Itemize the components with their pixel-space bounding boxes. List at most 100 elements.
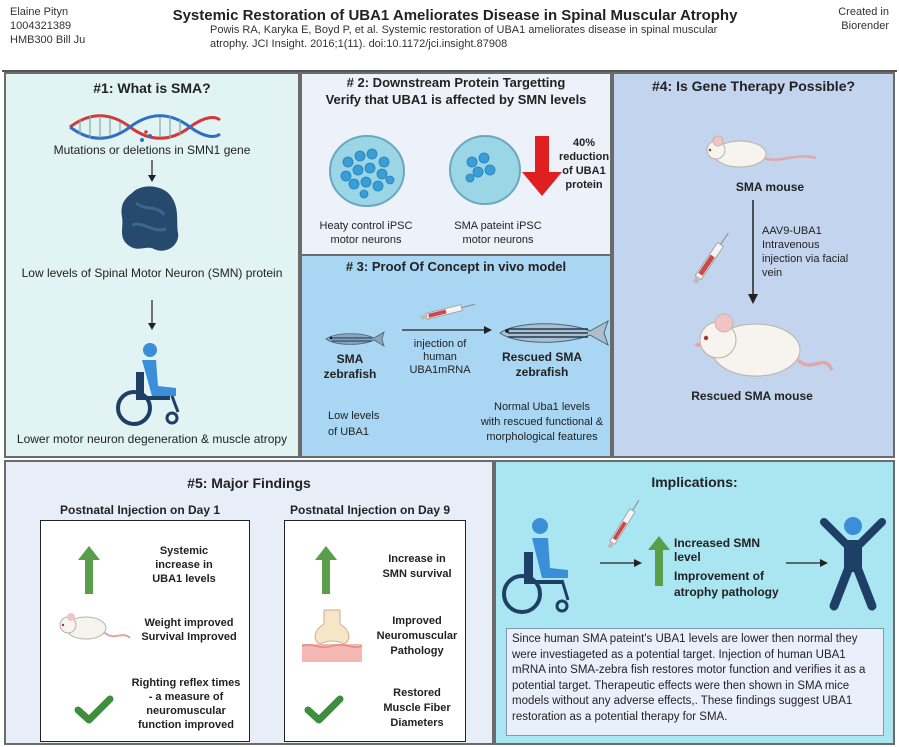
reduction-label: 40% reduction of UBA1 protein — [556, 136, 612, 192]
implication-atrophy-2: atrophy pathology — [674, 585, 779, 599]
d9-finding-smn: Increase in SMN survival — [372, 552, 462, 582]
d9-c-2: Muscle Fiber — [383, 702, 451, 714]
normal-2: with rescued functional & — [480, 416, 604, 428]
d1-c-2: - a measure of — [148, 691, 224, 703]
step-degeneration: Lower motor neuron degeneration & muscle… — [16, 432, 288, 446]
normal-1: Normal Uba1 levels — [494, 401, 590, 413]
sma-zebrafish-label: SMA zebrafish — [318, 352, 382, 382]
reduction-4: protein — [565, 179, 603, 191]
syringe-icon-mouse — [692, 232, 729, 284]
arrow-down-1 — [148, 160, 156, 182]
student-id: 1004321389 — [10, 20, 72, 32]
d9-b-1: Improved — [392, 615, 442, 627]
green-check-icon — [74, 695, 114, 724]
d1-a-3: UBA1 levels — [152, 573, 216, 585]
panel2-title-1: # 2: Downstream Protein Targetting — [346, 75, 566, 90]
reduction-2: reduction — [558, 151, 610, 163]
injection-1: injection of — [413, 338, 467, 350]
header-divider — [2, 70, 897, 72]
panel1-title: #1: What is SMA? — [93, 80, 211, 96]
green-up-arrow-icon — [78, 546, 100, 594]
protein-icon — [121, 186, 179, 251]
d9-a-1: Increase in — [388, 553, 446, 565]
control-label: Heaty control iPSC motor neurons — [306, 219, 426, 247]
d1-a-1: Systemic — [159, 545, 209, 557]
d9-a-2: SMN survival — [382, 568, 452, 580]
author-name: Elaine Pityn — [10, 6, 69, 18]
reduction-3: of UBA1 — [562, 165, 606, 177]
arrow-right-implications-1 — [600, 559, 642, 567]
healthy-person-icon — [820, 517, 886, 611]
sma-cell-label-2: motor neurons — [462, 234, 534, 246]
low-2: of UBA1 — [328, 426, 369, 438]
d1-finding-uba1: Systemic increase in UBA1 levels — [136, 544, 232, 586]
d9-c-1: Restored — [393, 687, 441, 699]
rescued-zebrafish-label: Rescued SMA zebrafish — [492, 350, 592, 380]
panel4-title: #4: Is Gene Therapy Possible? — [651, 78, 856, 94]
d1-finding-weight: Weight improved Survival Improved — [136, 616, 242, 644]
injection-label: injection of human UBA1mRNA — [402, 338, 478, 377]
neuromuscular-junction-icon — [301, 609, 363, 662]
rescued-fish-1: Rescued SMA — [501, 350, 583, 364]
d9-finding-pathology: Improved Neuromuscular Pathology — [372, 614, 462, 659]
created-in: Created in Biorender — [838, 5, 889, 33]
arrow-down-mouse — [748, 200, 758, 304]
d9-b-2: Neuromuscular — [376, 630, 458, 642]
step-low-smn: Low levels of Spinal Motor Neuron (SMN) … — [21, 266, 283, 280]
day1-title: Postnatal Injection on Day 1 — [59, 503, 221, 517]
arrow-right-implications-2 — [786, 559, 828, 567]
low-uba1-label: Low levels of UBA1 — [318, 408, 404, 440]
created-in-tool: Biorender — [841, 20, 889, 32]
green-up-arrow-icon — [315, 546, 337, 594]
rescued-mouse-icon — [695, 313, 834, 377]
mouse-icon-small — [59, 613, 131, 640]
created-in-label: Created in — [838, 6, 889, 18]
day9-box — [284, 520, 466, 742]
step-mutation: Mutations or deletions in SMN1 gene — [53, 143, 251, 157]
aav-3: injection via facial — [762, 253, 849, 265]
sma-fish-2: zebrafish — [323, 367, 377, 381]
panel2-title-2: Verify that UBA1 is affected by SMN leve… — [325, 92, 587, 107]
reduction-1: 40% — [572, 137, 596, 149]
syringe-icon — [420, 303, 476, 320]
aav9-label: AAV9-UBA1 Intravenous injection via faci… — [762, 224, 892, 280]
day9-title: Postnatal Injection on Day 9 — [289, 503, 451, 517]
green-up-arrow-icon — [648, 536, 670, 586]
aav-1: AAV9-UBA1 — [762, 225, 822, 237]
d1-c-1: Righting reflex times — [131, 677, 241, 689]
wheelchair-icon — [116, 343, 180, 426]
aav-4: vein — [762, 267, 783, 279]
injection-3: UBA1mRNA — [409, 364, 471, 376]
rescued-mouse-label: Rescued SMA mouse — [691, 389, 813, 403]
d1-finding-reflex: Righting reflex times - a measure of neu… — [126, 676, 246, 732]
aav-2: Intravenous — [762, 239, 820, 251]
sma-mouse-icon — [706, 135, 817, 168]
control-label-1: Heaty control iPSC — [319, 220, 413, 232]
panel3-title: # 3: Proof Of Concept in vivo model — [345, 259, 567, 274]
green-check-icon — [304, 695, 344, 724]
wheelchair-icon — [502, 518, 570, 614]
implication-atrophy-1: Improvement of — [674, 569, 765, 583]
d1-b-1: Weight improved — [144, 617, 234, 629]
syringe-icon-implications — [607, 499, 640, 549]
normal-3: morphological features — [486, 431, 598, 443]
low-1: Low levels — [328, 410, 380, 422]
control-label-2: motor neurons — [330, 234, 402, 246]
author-block: Elaine Pityn 1004321389 HMB300 Bill Ju — [10, 5, 85, 47]
rescued-zebrafish-icon — [499, 319, 609, 347]
citation: Powis RA, Karyka E, Boyd P, et al. Syste… — [210, 24, 718, 50]
rescued-fish-2: zebrafish — [515, 365, 569, 379]
d1-c-4: function improved — [138, 719, 234, 731]
panel-proof-of-concept — [300, 254, 612, 458]
control-dish-icon — [329, 135, 405, 207]
sma-fish-1: SMA — [336, 352, 364, 366]
d9-b-3: Pathology — [390, 645, 444, 657]
panel5-title: #5: Major Findings — [187, 475, 311, 491]
zebrafish-icon — [325, 331, 385, 347]
arrow-right-fish — [402, 326, 492, 334]
sma-cell-label: SMA pateint iPSC motor neurons — [438, 219, 558, 247]
sma-mouse-label: SMA mouse — [735, 180, 805, 194]
d1-a-2: increase in — [155, 559, 213, 571]
d9-finding-fiber: Restored Muscle Fiber Diameters — [372, 686, 462, 731]
implication-smn: Increased SMN level — [674, 536, 761, 564]
